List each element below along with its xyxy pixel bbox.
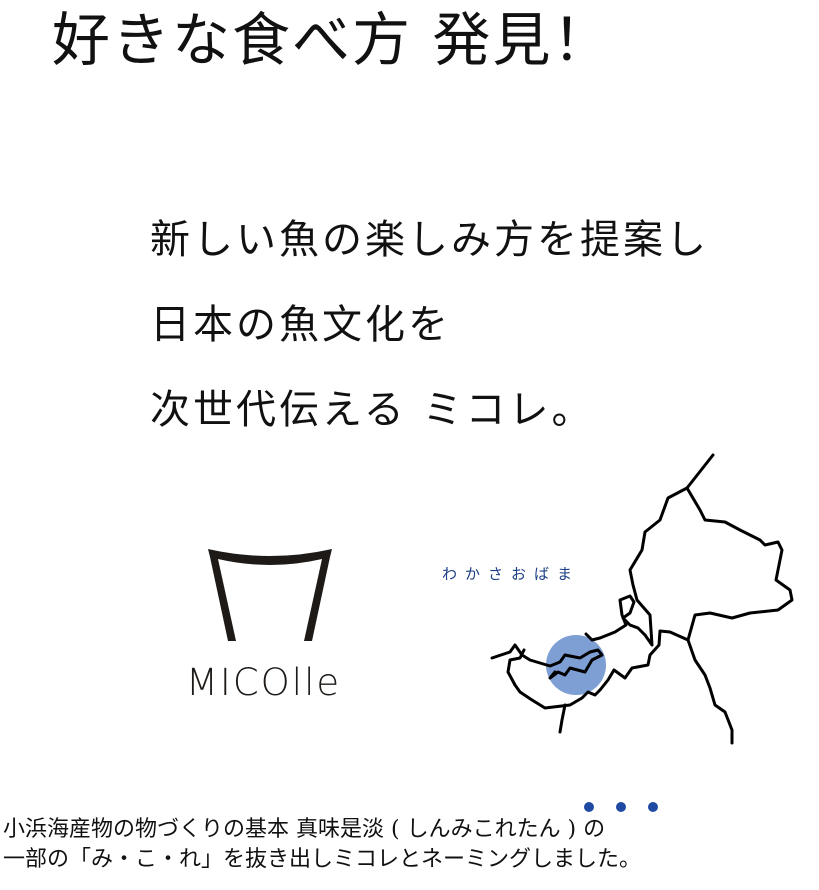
wakasa-obama-map-icon: [490, 453, 794, 745]
description: 小浜海産物の物づくりの基本 真味是淡 ( しんみこれたん ) の 一部の「み・こ…: [3, 815, 641, 875]
headline: 好きな食べ方 発見！: [52, 6, 613, 74]
micolle-logo: MICOlle: [180, 535, 360, 710]
emphasis-dot-mi: [584, 802, 594, 812]
tagline: 新しい魚の楽しみ方を提案し 日本の魚文化を 次世代伝える ミコレ。: [150, 198, 709, 453]
tagline-line-3: 次世代伝える ミコレ。: [150, 387, 595, 433]
map-label: わかさおばま: [442, 565, 581, 583]
tagline-line-1: 新しい魚の楽しみ方を提案し: [150, 217, 709, 263]
logo-wordmark: MICOlle: [186, 661, 342, 704]
description-line-2: 一部の「み・こ・れ」を抜き出しミコレとネーミングしました。: [3, 847, 642, 872]
tagline-line-2: 日本の魚文化を: [150, 302, 451, 348]
micolle-m-mark-icon: [208, 549, 332, 641]
description-line-1: 小浜海産物の物づくりの基本 真味是淡 ( しんみこれたん ) の: [3, 817, 606, 842]
emphasis-dot-re: [648, 802, 658, 812]
emphasis-dots: [584, 802, 658, 812]
emphasis-dot-ko: [616, 802, 626, 812]
